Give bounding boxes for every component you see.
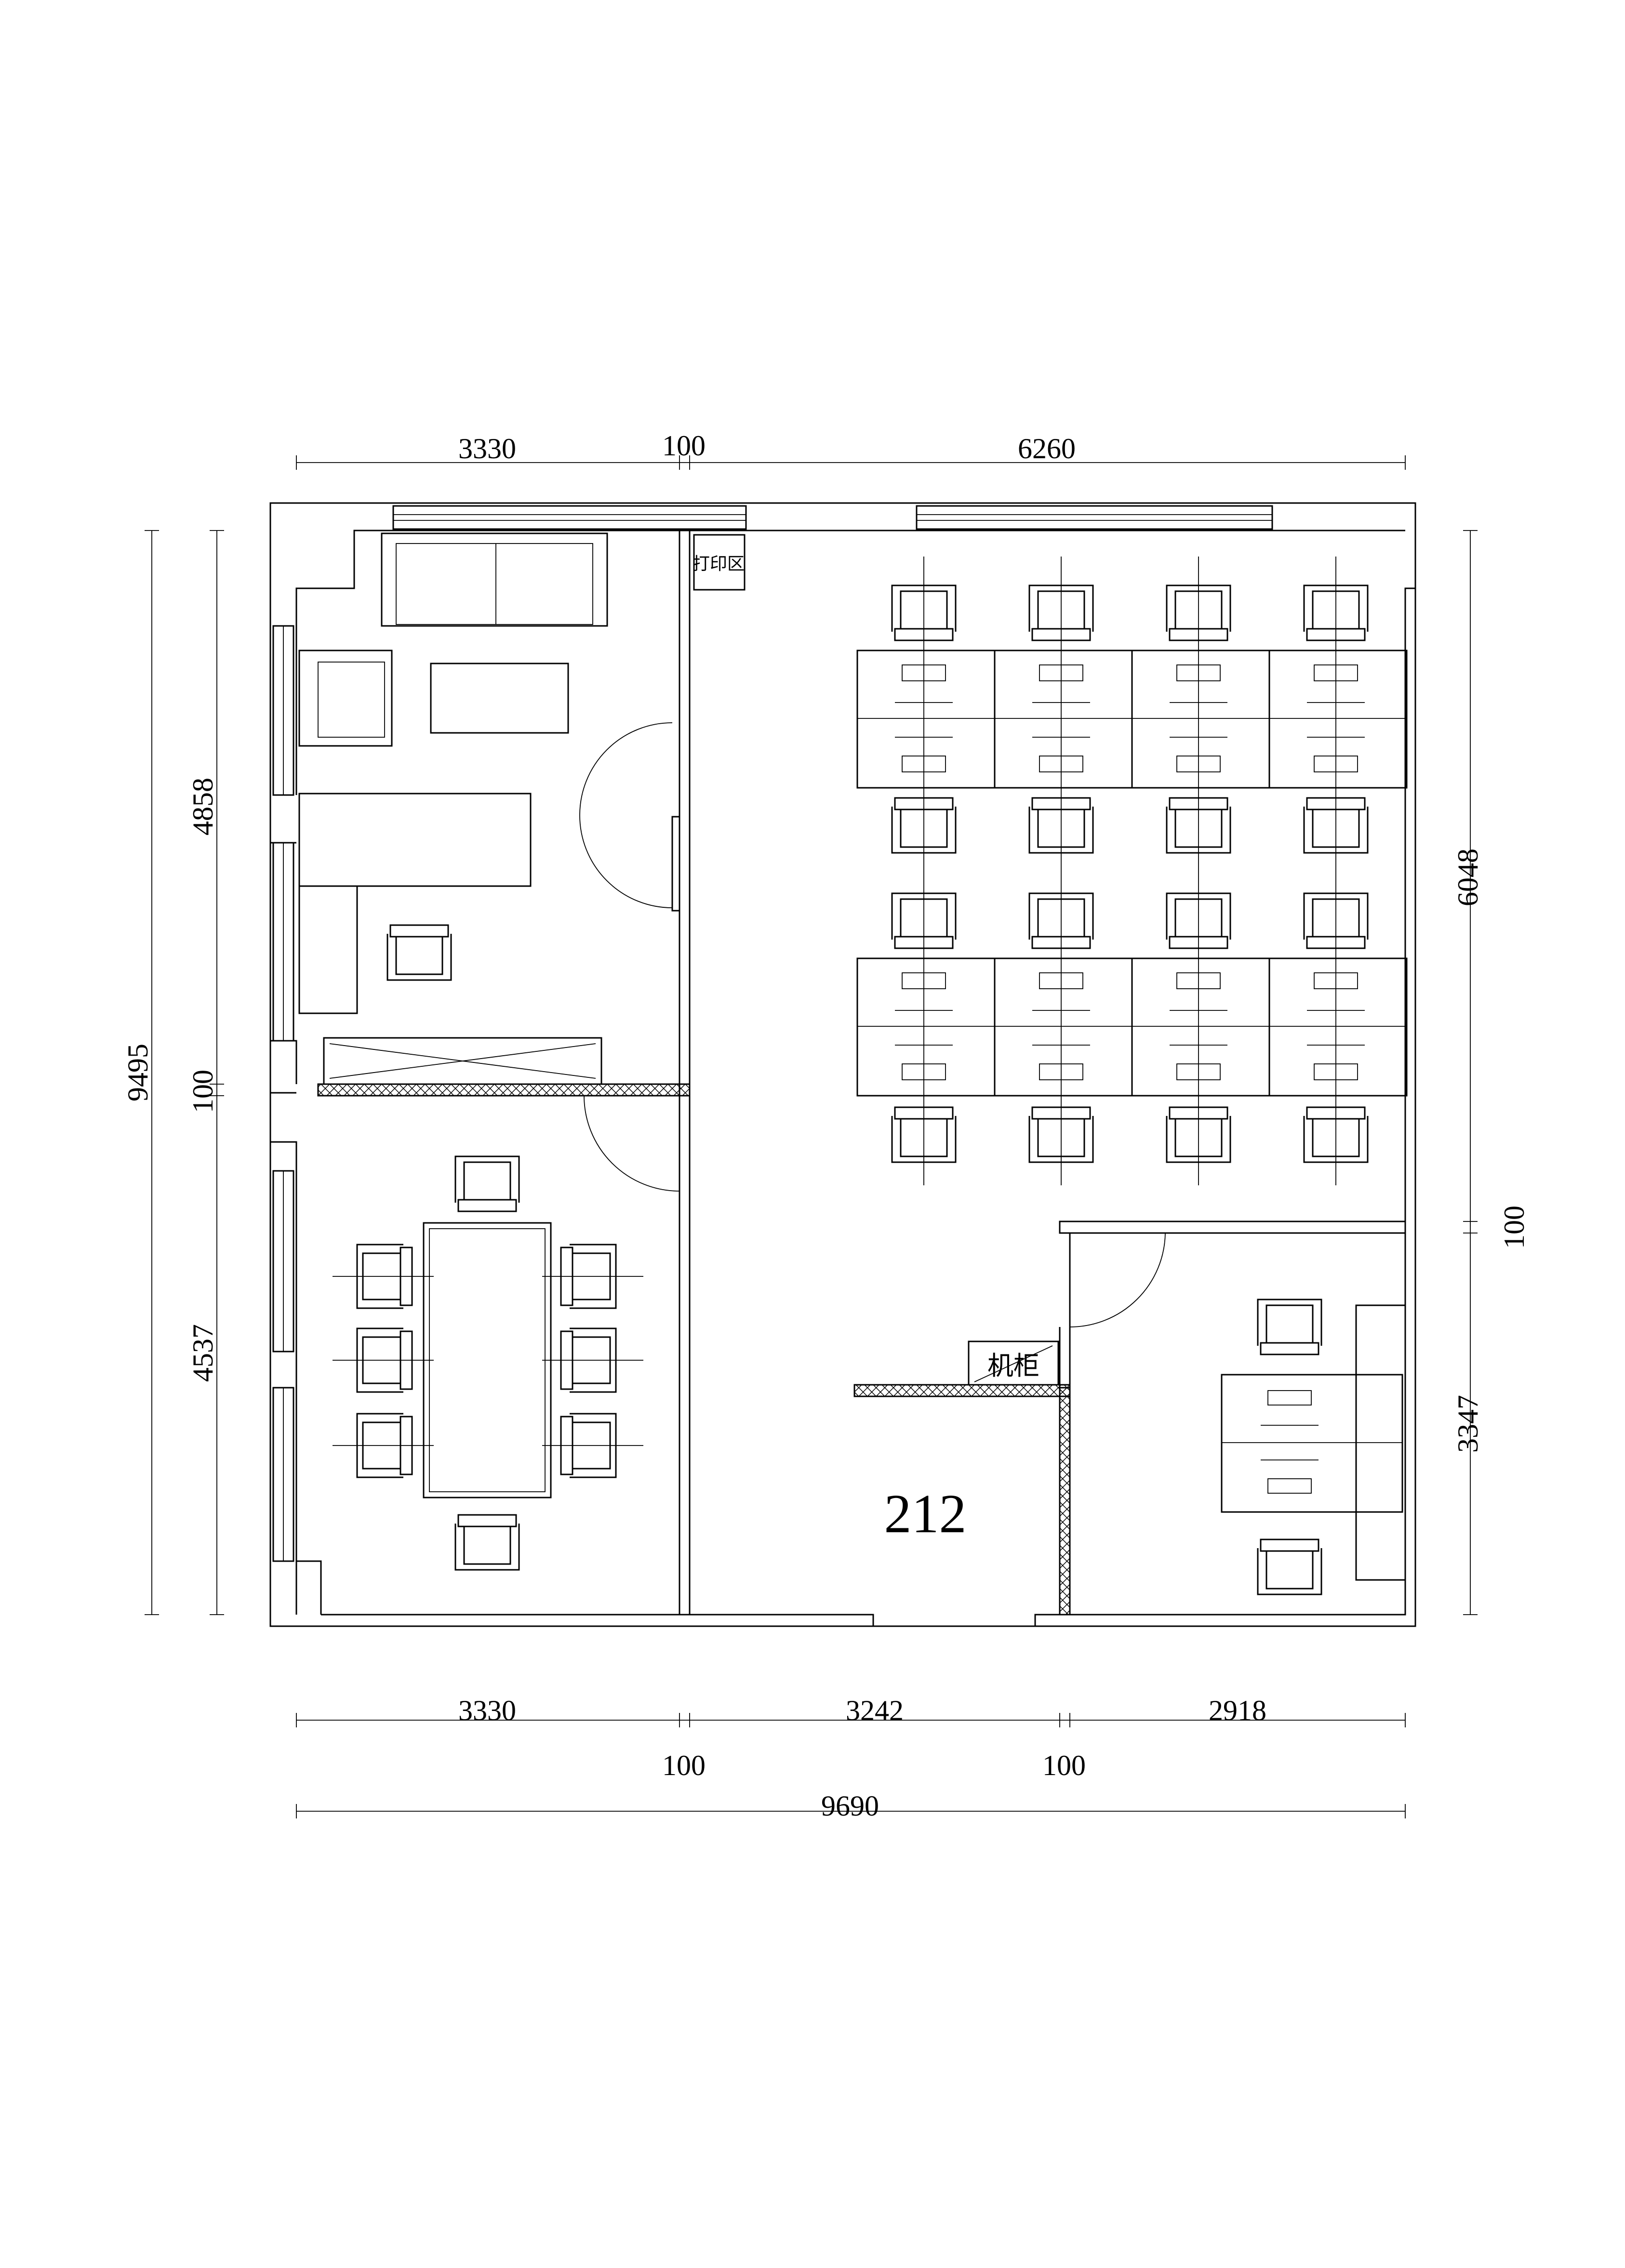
dim-wall-1: 100: [662, 1750, 706, 1781]
dim-top-3: 6260: [1018, 433, 1076, 464]
desk: [1131, 957, 1270, 1097]
small-office: 机柜: [968, 1300, 1403, 1595]
workstation-area: [856, 557, 1408, 1185]
desk: [994, 650, 1133, 789]
office-furniture: 打印区: [298, 532, 746, 1085]
dim-top-2: 100: [662, 430, 706, 462]
desk: [1268, 650, 1408, 789]
dim-total-height: 9495: [122, 1044, 154, 1101]
outer-walls: [269, 502, 1416, 1627]
cabinet-box: [968, 1340, 1059, 1386]
dim-left-1: 4858: [187, 778, 219, 836]
dim-wall-2: 100: [1042, 1750, 1086, 1781]
desk: [1268, 957, 1408, 1097]
desk: [856, 650, 996, 789]
dim-right-2: 100: [1498, 1206, 1530, 1249]
interior-walls: [317, 531, 1406, 1616]
meeting-room: [333, 1156, 643, 1571]
desk: [1131, 650, 1270, 789]
windows: [272, 505, 1273, 1562]
cabinet-label: 机柜: [987, 1352, 1039, 1380]
desk: [994, 957, 1133, 1097]
dim-bottom-2: 3242: [846, 1695, 904, 1726]
dim-right-1: 6048: [1452, 849, 1484, 906]
room-number: 212: [884, 1483, 967, 1544]
doors: [579, 722, 1166, 1327]
dim-bottom-1: 3330: [458, 1695, 516, 1726]
dim-top-1: 3330: [458, 433, 516, 464]
dimension-lines: 3330 100 6260 3330 3242 2918 100 100 969…: [122, 430, 1530, 1822]
dim-left-2: 100: [187, 1070, 219, 1113]
dim-bottom-3: 2918: [1209, 1695, 1266, 1726]
dim-total-width: 9690: [821, 1790, 879, 1822]
print-area-label: 打印区: [693, 554, 745, 573]
print-area-box: [693, 534, 746, 591]
dim-right-3: 3347: [1452, 1395, 1484, 1453]
dim-left-3: 4537: [187, 1324, 219, 1382]
desk: [856, 957, 996, 1097]
